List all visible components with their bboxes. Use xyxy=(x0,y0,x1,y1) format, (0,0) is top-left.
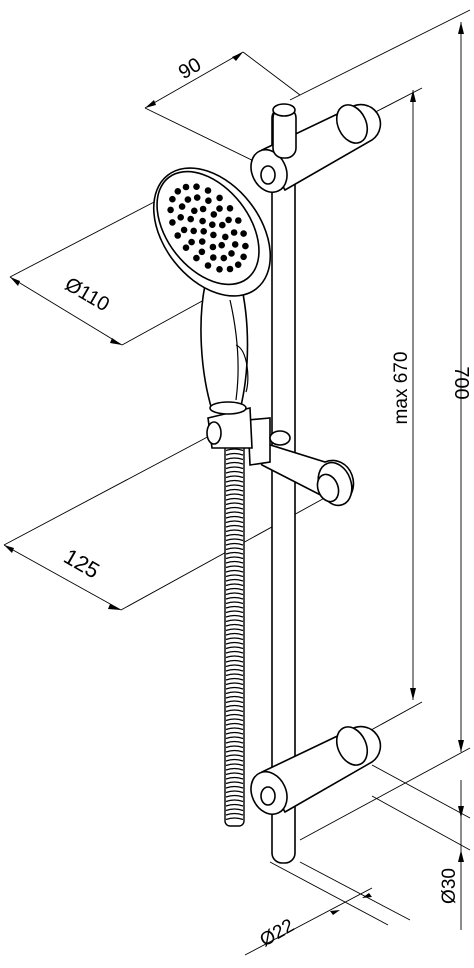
dim-rail-diameter: Ø22 xyxy=(256,915,298,951)
spray-nozzle xyxy=(226,265,234,273)
spray-nozzle xyxy=(240,253,247,261)
spray-nozzle xyxy=(198,238,206,245)
spray-nozzle xyxy=(190,227,197,235)
dim-bracket-depth: 90 xyxy=(175,54,205,84)
slide-rail xyxy=(271,107,296,864)
spray-nozzle xyxy=(191,207,198,215)
spray-nozzle xyxy=(228,250,235,257)
spray-nozzle xyxy=(174,232,181,239)
spray-nozzle xyxy=(225,216,232,224)
dim-bracket-diameter: Ø30 xyxy=(439,868,460,904)
spray-nozzle xyxy=(187,215,194,223)
spray-nozzle xyxy=(169,195,176,203)
spray-nozzle xyxy=(216,266,223,273)
spray-nozzle xyxy=(182,183,190,191)
spray-nozzle xyxy=(174,188,182,195)
spray-nozzle xyxy=(167,206,174,214)
spray-nozzle xyxy=(199,205,207,213)
spray-nozzle xyxy=(230,229,238,236)
spray-nozzle xyxy=(210,254,217,261)
spray-nozzle xyxy=(216,205,223,212)
spray-nozzle xyxy=(240,230,247,237)
spray-nozzle xyxy=(204,262,212,269)
spray-nozzle xyxy=(220,254,228,262)
spray-nozzle xyxy=(182,244,190,251)
dim-rail-length: 700 xyxy=(450,366,472,399)
spray-nozzle xyxy=(193,194,201,201)
spray-nozzle xyxy=(205,197,212,204)
spray-nozzle xyxy=(231,241,239,248)
spray-nozzle xyxy=(234,261,242,269)
spray-nozzle xyxy=(193,183,200,190)
spray-nozzle xyxy=(204,187,212,194)
spray-nozzle xyxy=(177,214,184,221)
spray-nozzle xyxy=(222,233,229,241)
shower-product xyxy=(152,103,382,864)
spray-nozzle xyxy=(219,221,226,229)
spray-nozzle xyxy=(180,226,188,234)
spray-nozzle xyxy=(209,243,217,251)
bottom-wall-bracket xyxy=(250,725,382,815)
spray-nozzle xyxy=(198,248,206,256)
spray-nozzle xyxy=(200,228,207,235)
dim-holder-reach: 125 xyxy=(60,543,104,583)
spray-nozzle xyxy=(184,196,192,203)
spray-nozzle xyxy=(169,219,176,226)
sliding-holder xyxy=(206,406,355,507)
dim-head-diameter: Ø110 xyxy=(61,273,113,316)
spray-nozzle xyxy=(210,211,218,218)
spray-nozzle xyxy=(193,254,200,262)
shower-hose xyxy=(224,439,245,827)
spray-nozzle xyxy=(235,217,242,224)
spray-nozzle xyxy=(218,241,225,249)
spray-nozzle xyxy=(226,205,234,212)
hand-shower xyxy=(152,167,272,415)
spray-nozzle xyxy=(242,242,249,250)
spray-face xyxy=(167,183,249,273)
spray-nozzle xyxy=(210,231,217,239)
spray-nozzle xyxy=(209,221,216,228)
spray-nozzle xyxy=(199,217,206,225)
top-wall-bracket xyxy=(250,103,382,193)
spray-nozzle xyxy=(178,203,186,210)
spray-nozzle xyxy=(216,194,223,202)
spray-nozzle xyxy=(188,238,195,246)
dim-adjust-range: max 670 xyxy=(391,352,412,425)
